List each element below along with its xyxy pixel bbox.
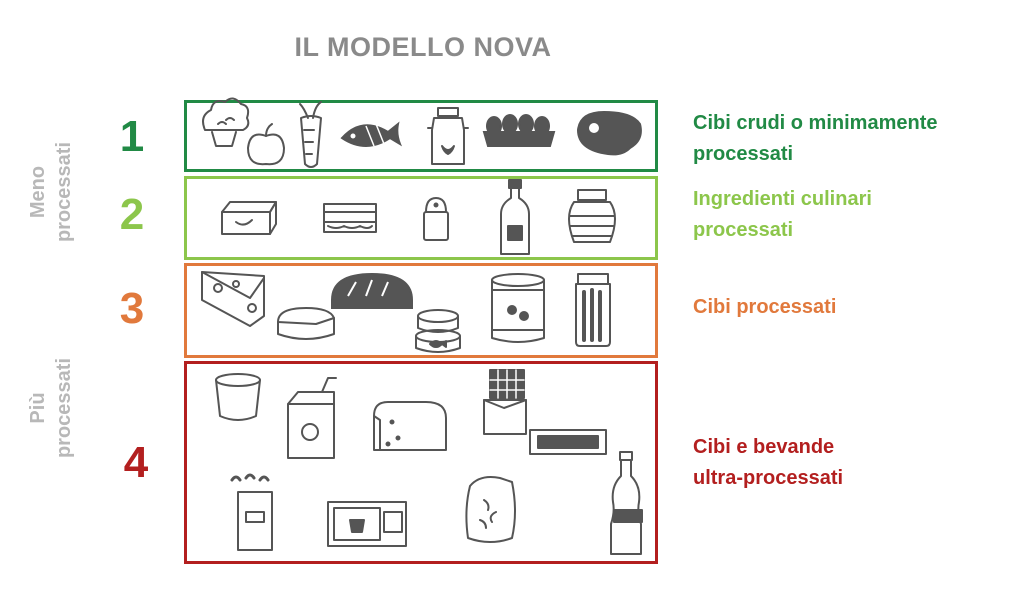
microwave-icon	[327, 501, 407, 547]
level-4-number: 4	[123, 438, 149, 487]
level-1-label: Cibi crudi o minimamente processati	[693, 108, 937, 170]
level-1-box	[184, 100, 658, 172]
level-2-number: 2	[119, 190, 145, 239]
cheese-wedge-icon	[201, 271, 265, 327]
lard-icon	[323, 203, 377, 233]
page-title: IL MODELLO NOVA	[294, 32, 552, 62]
level-4-box	[184, 361, 658, 564]
chips-bag-icon	[230, 473, 273, 551]
fish-icon	[340, 121, 403, 147]
level-3-label: Cibi processati	[693, 292, 836, 323]
eggs-icon	[482, 114, 556, 147]
level-2-label-line-2: processati	[693, 219, 794, 241]
level-3-label-line-1: Cibi processati	[693, 296, 837, 318]
salt-shaker-icon	[423, 197, 449, 241]
level-3-number: 3	[119, 284, 145, 333]
tuna-can-icon	[415, 309, 461, 353]
sliced-bread-icon	[373, 401, 447, 451]
pickle-jar-icon	[575, 273, 611, 347]
level-3-box	[184, 263, 658, 358]
chocolate-bar-icon	[483, 369, 527, 435]
oil-bottle-icon	[500, 179, 530, 255]
candy-bag-icon	[465, 476, 516, 543]
level-4-label: Cibi e bevande ultra-processati	[693, 432, 843, 494]
apple-icon	[247, 123, 285, 166]
level-1-label-line-2: processati	[693, 143, 794, 165]
cauliflower-icon	[202, 97, 250, 147]
yogurt-cup-icon	[215, 373, 261, 421]
level-2-label: Ingredienti culinari processati	[693, 184, 872, 246]
milk-can-icon	[427, 107, 469, 165]
level-1-number: 1	[119, 112, 145, 161]
juice-box-icon	[287, 377, 337, 459]
level-2-box	[184, 176, 658, 260]
honey-jar-icon	[568, 189, 616, 243]
butter-icon	[221, 201, 277, 235]
carrot-icon	[299, 101, 322, 168]
canned-food-icon	[491, 273, 545, 343]
bread-loaf-icon	[331, 272, 413, 309]
level-4-label-line-2: ultra-processati	[693, 467, 844, 489]
snack-bar-icon	[529, 429, 607, 455]
cheese-wheel-icon	[277, 307, 335, 340]
level-2-label-line-1: Ingredienti culinari	[693, 188, 872, 210]
level-4-label-line-1: Cibi e bevande	[693, 436, 835, 458]
level-1-label-line-1: Cibi crudi o minimamente	[693, 112, 938, 134]
meat-steak-icon	[576, 110, 642, 156]
soda-bottle-icon	[610, 451, 643, 555]
